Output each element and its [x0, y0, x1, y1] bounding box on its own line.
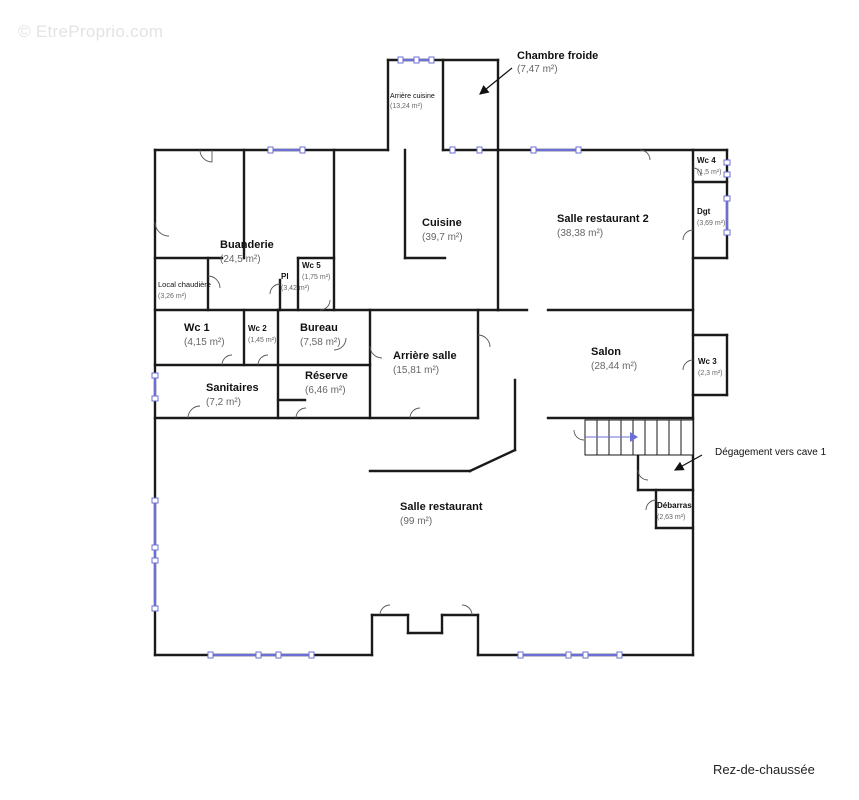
room-area-arriere-salle: (15,81 m²): [393, 365, 439, 376]
room-area-wc4: (1,5 m²): [697, 169, 722, 176]
room-name-wc2: Wc 2: [248, 324, 267, 333]
room-name-wc4: Wc 4: [697, 156, 716, 165]
room-area-salle-restaurant-2: (38,38 m²): [557, 228, 603, 239]
room-name-pl: Pl: [281, 272, 289, 281]
room-area-salle-restaurant: (99 m²): [400, 516, 432, 527]
windows: [151, 56, 731, 659]
stairs: [584, 419, 694, 456]
room-name-salon: Salon: [591, 346, 621, 358]
room-name-chambre-froide: Chambre froide: [517, 50, 598, 62]
room-area-local-chaudiere: (3,26 m²): [158, 293, 186, 300]
room-name-cuisine: Cuisine: [422, 217, 462, 229]
room-name-debarras: Débarras: [657, 501, 692, 510]
room-name-dgt: Dgt: [697, 207, 711, 216]
room-area-chambre-froide: (7,47 m²): [517, 64, 558, 75]
room-area-wc1: (4,15 m²): [184, 337, 225, 348]
room-area-salon: (28,44 m²): [591, 361, 637, 372]
room-name-bureau: Bureau: [300, 322, 338, 334]
room-area-wc3: (2,3 m²): [698, 370, 723, 377]
room-name-arriere-salle: Arrière salle: [393, 350, 457, 362]
room-area-reserve: (6,46 m²): [305, 385, 346, 396]
room-area-buanderie: (24,5 m²): [220, 254, 261, 265]
watermark: © EtreProprio.com: [18, 22, 164, 41]
room-area-debarras: (2,63 m²): [657, 514, 685, 521]
room-name-wc5: Wc 5: [302, 261, 321, 270]
room-name-reserve: Réserve: [305, 370, 348, 382]
room-area-sanitaires: (7,2 m²): [206, 397, 241, 408]
floor-caption: Rez-de-chaussée: [713, 762, 815, 777]
doors: [154, 149, 702, 616]
room-area-arriere-cuisine: (13,24 m²): [390, 103, 422, 110]
room-name-sanitaires: Sanitaires: [206, 382, 259, 394]
room-area-dgt: (3,69 m²): [697, 220, 725, 227]
room-name-arriere-cuisine: Arrière cuisine: [390, 93, 435, 100]
arrows: [479, 67, 703, 471]
room-area-pl: (3,42 m²): [281, 285, 309, 292]
room-name-wc3: Wc 3: [698, 357, 717, 366]
room-name-local-chaudiere: Local chaudière: [158, 280, 211, 289]
room-name-buanderie: Buanderie: [220, 239, 274, 251]
room-name-salle-restaurant-2: Salle restaurant 2: [557, 213, 649, 225]
room-area-wc5: (1,75 m²): [302, 274, 330, 281]
room-labels: Chambre froide (7,47 m²) Arrière cuisine…: [158, 50, 827, 527]
room-area-bureau: (7,58 m²): [300, 337, 341, 348]
room-name-salle-restaurant: Salle restaurant: [400, 501, 483, 513]
room-area-cuisine: (39,7 m²): [422, 232, 463, 243]
room-name-wc1: Wc 1: [184, 322, 210, 334]
annotation-degagement: Dégagement vers cave 1: [715, 447, 827, 458]
room-area-wc2: (1,45 m²): [248, 337, 276, 344]
